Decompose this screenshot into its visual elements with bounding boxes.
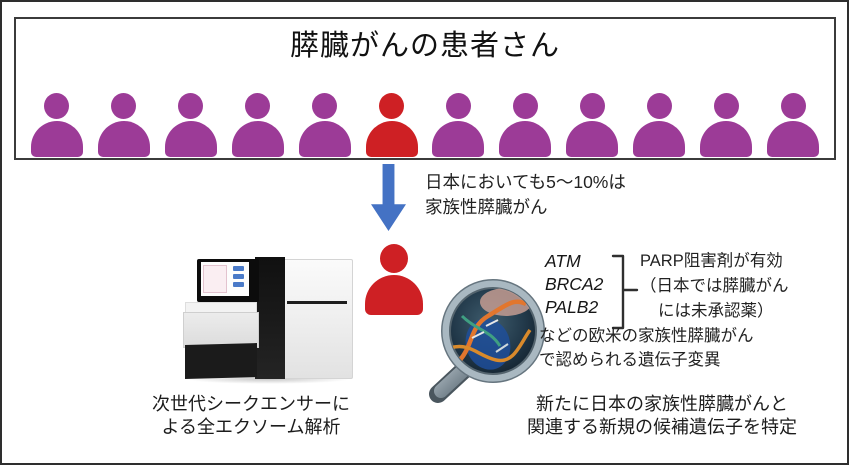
person-icon [365, 93, 418, 157]
sequencer-shadow [185, 374, 351, 384]
treatment-note-line2: （日本では膵臓がん [640, 276, 789, 295]
bracket-icon [611, 254, 639, 330]
sequencer-caption-line2: よる全エクソーム解析 [161, 417, 341, 438]
patients-row [16, 93, 834, 157]
person-icon [499, 93, 552, 157]
person-icon [97, 93, 150, 157]
person-body [633, 121, 686, 157]
person-body [365, 121, 418, 157]
person-head [512, 93, 538, 119]
finding-caption: 新たに日本の家族性膵臓がんと 関連する新規の候補遺伝子を特定 [476, 393, 847, 439]
person-head [44, 93, 70, 119]
gene-description-line2: で認められる遺伝子変異 [539, 350, 721, 369]
gene-atm: ATM [545, 251, 581, 271]
gene-list: ATM BRCA2 PALB2 [545, 250, 603, 319]
person-icon [700, 93, 753, 157]
sequencer-caption-line1: 次世代シークエンサーに [152, 394, 350, 414]
sequencer-slot [287, 301, 347, 304]
sequencer-caption: 次世代シークエンサーに よる全エクソーム解析 [118, 393, 384, 439]
sequencer-screen-buttons [233, 266, 244, 296]
gene-description-line1: などの欧米の家族性膵臓がん [539, 327, 754, 345]
treatment-note-line3: には未承認薬） [658, 301, 774, 320]
arrow-note-line1: 日本においても5～10%は [425, 172, 626, 192]
person-head [713, 93, 739, 119]
person-head [111, 93, 137, 119]
sequencer-screen-button [233, 274, 244, 279]
sequencer-tower [255, 257, 285, 379]
finding-caption-line2: 関連する新規の候補遺伝子を特定 [527, 417, 797, 438]
person-head [579, 93, 605, 119]
person-body [164, 121, 217, 157]
treatment-note-line1: PARP阻害剤が有効 [640, 252, 783, 270]
person-body [499, 121, 552, 157]
person-head [646, 93, 672, 119]
arrow-note-line2: 家族性膵臓がん [425, 196, 548, 217]
sequencer-screen-button [233, 282, 244, 287]
person-icon [298, 93, 351, 157]
sequencer-machine-icon [183, 254, 353, 384]
sequencer-screen-content [201, 262, 249, 296]
patients-box-title: 膵臓がんの患者さん [289, 30, 560, 62]
person-body [432, 121, 485, 157]
sequencer-screen-panel [203, 265, 227, 293]
person-head [780, 93, 806, 119]
gene-palb2: PALB2 [545, 297, 599, 318]
person-icon [30, 93, 83, 157]
gene-brca2: BRCA2 [545, 274, 604, 295]
person-body [231, 121, 284, 157]
person-icon [566, 93, 619, 157]
magnifier-dna-icon [429, 279, 545, 403]
person-icon [164, 93, 217, 157]
person-head [245, 93, 271, 119]
selected-patient-icon [365, 244, 423, 315]
person-icon [633, 93, 686, 157]
sequencer-right-cabinet [283, 259, 353, 379]
person-head [380, 244, 408, 273]
person-icon [231, 93, 284, 157]
person-icon [432, 93, 485, 157]
person-head [312, 93, 338, 119]
person-head [178, 93, 204, 119]
treatment-note: PARP阻害剤が有効 （日本では膵臓がん には未承認薬） [640, 249, 789, 323]
person-body [767, 121, 820, 157]
person-body [700, 121, 753, 157]
down-arrow-icon [371, 164, 406, 231]
finding-caption-line1: 新たに日本の家族性膵臓がんと [536, 394, 788, 414]
sequencer-screen [197, 259, 259, 302]
person-body [566, 121, 619, 157]
arrow-note: 日本においても5～10%は 家族性膵臓がん [425, 170, 626, 220]
sequencer-screen-button [233, 266, 244, 271]
person-icon [767, 93, 820, 157]
person-body [97, 121, 150, 157]
gene-description: などの欧米の家族性膵臓がん で認められる遺伝子変異 [539, 325, 754, 373]
person-head [445, 93, 471, 119]
person-body [298, 121, 351, 157]
person-body [30, 121, 83, 157]
person-body [365, 275, 423, 315]
sequencer-left-base [185, 343, 257, 379]
patients-box: 膵臓がんの患者さん [14, 17, 836, 160]
person-head [379, 93, 405, 119]
